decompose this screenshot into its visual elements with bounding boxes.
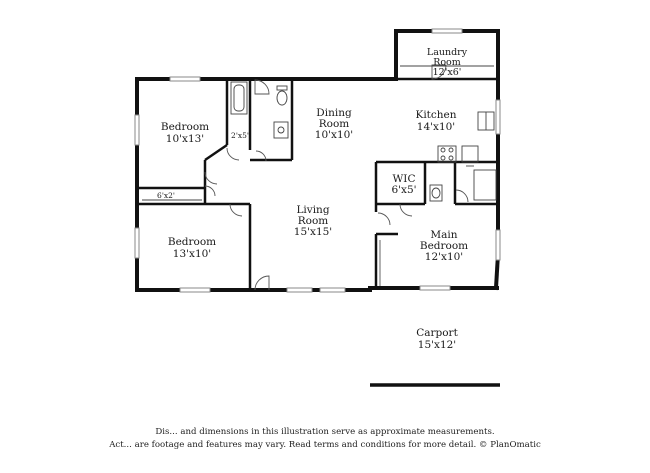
- wic-size: 6'x5': [391, 184, 416, 196]
- stove-icon: [437, 145, 457, 163]
- bathtub-icon: [230, 81, 248, 115]
- sink-icon: [273, 121, 289, 139]
- kitchen-name: Kitchen: [415, 109, 456, 121]
- toilet-icon-2: [429, 184, 443, 202]
- closet2-size: 6'x2': [157, 191, 175, 200]
- bedroom2-size: 13'x10': [173, 248, 211, 260]
- dining-room-size: 10'x10': [315, 129, 353, 141]
- fixtures: [142, 65, 497, 202]
- interior-walls: [137, 77, 498, 290]
- wic-name: WIC: [393, 173, 416, 185]
- bedroom2-name: Bedroom: [168, 236, 216, 248]
- toilet-icon: [276, 90, 288, 106]
- closet1-size: 2'x5': [231, 131, 249, 140]
- dining-room-name-1: Dining: [316, 107, 352, 119]
- bedroom1-size: 10'x13': [166, 133, 204, 145]
- fridge-icon: [461, 145, 479, 163]
- living-room-size: 15'x15': [294, 226, 332, 238]
- disclaimer-line-2: Act... are footage and features may vary…: [109, 440, 541, 450]
- carport-size: 15'x12': [418, 339, 456, 351]
- doors: [204, 64, 469, 291]
- main-bedroom-name-2: Bedroom: [420, 240, 468, 252]
- laundry-room-name-2: Room: [433, 57, 461, 68]
- main-bedroom-name-1: Main: [430, 229, 457, 241]
- dining-room-name-2: Room: [319, 118, 350, 130]
- living-room-name-1: Living: [296, 204, 329, 216]
- kitchen-size: 14'x10': [417, 121, 455, 133]
- shower-icon: [473, 169, 497, 201]
- windows: [134, 28, 501, 293]
- laundry-room-size: 12'x6': [433, 67, 462, 78]
- carport-name: Carport: [416, 327, 458, 339]
- main-bedroom-size: 12'x10': [425, 251, 463, 263]
- room-labels: Laundry Room 12'x6' Bedroom 10'x13' 2'x5…: [157, 47, 468, 351]
- bedroom1-name: Bedroom: [161, 121, 209, 133]
- living-room-name-2: Room: [298, 215, 329, 227]
- disclaimer-line-1: Dis... and dimensions in this illustrati…: [155, 427, 495, 437]
- laundry-room-name-1: Laundry: [427, 47, 468, 58]
